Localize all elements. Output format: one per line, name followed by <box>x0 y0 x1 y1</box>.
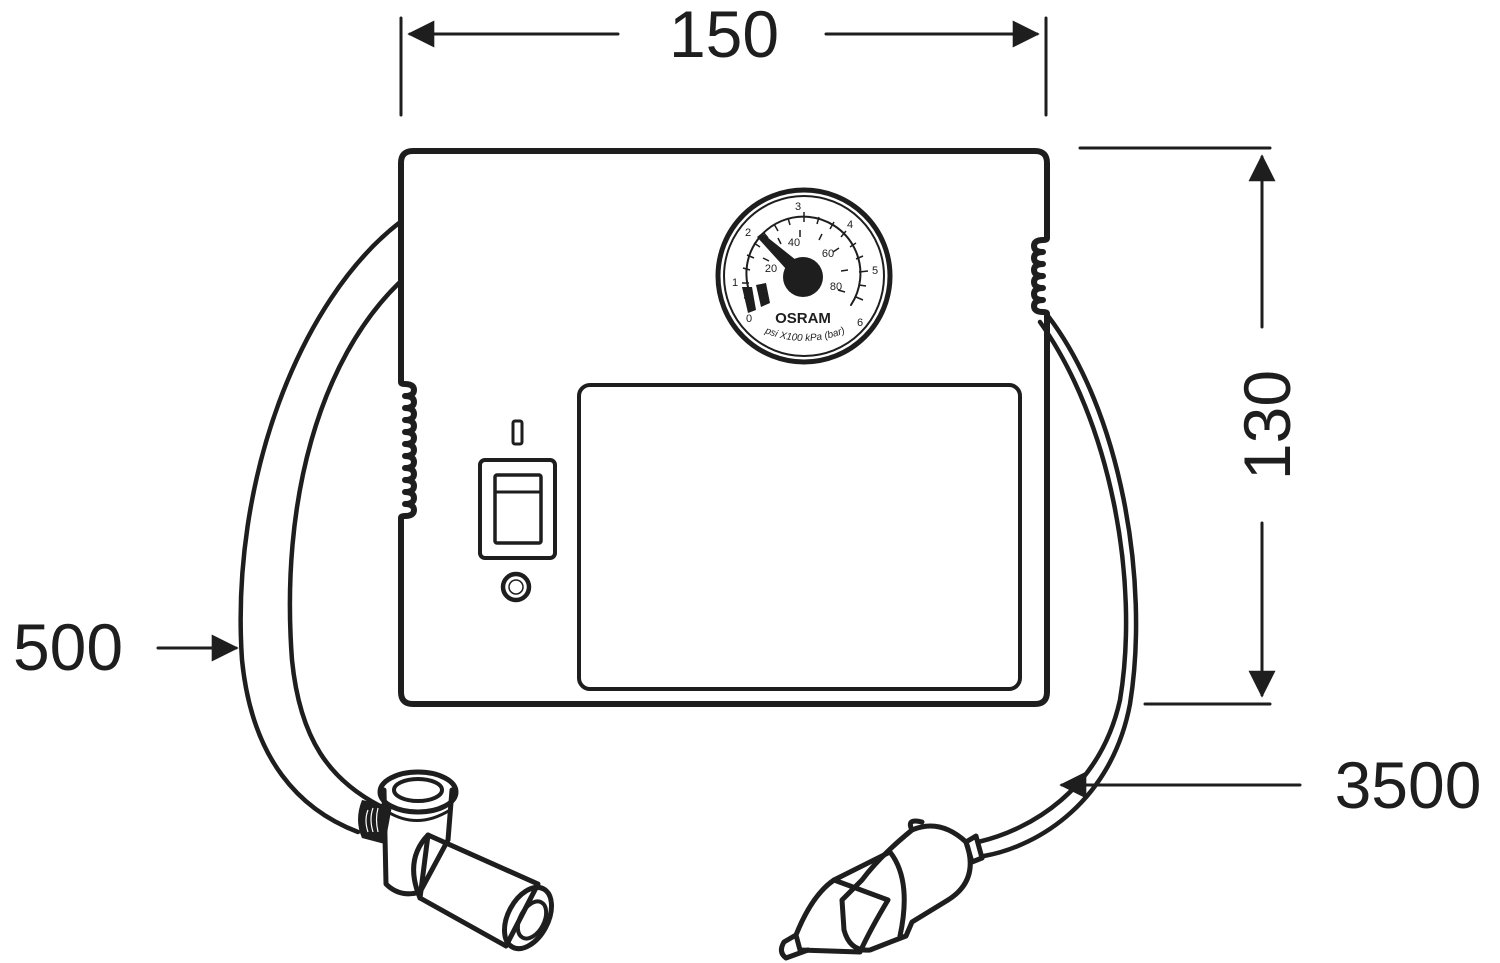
gauge-inner-20: 20 <box>765 263 777 275</box>
gauge-outer-3: 3 <box>795 201 801 213</box>
air-hose <box>238 220 402 835</box>
gauge-outer-0: 0 <box>746 313 752 325</box>
cable-length-label: 3500 <box>1335 748 1482 822</box>
gauge-outer-6: 6 <box>857 317 863 329</box>
cigarette-lighter-plug <box>778 818 985 961</box>
height-label: 130 <box>1230 370 1304 480</box>
housing <box>398 148 1050 707</box>
gauge-outer-5: 5 <box>872 265 878 277</box>
front-panel <box>577 383 1022 691</box>
power-cable <box>975 313 1139 859</box>
gauge-outer-1: 1 <box>732 277 738 289</box>
gauge-outer-2: 2 <box>745 227 751 239</box>
width-dimension: 150 <box>399 0 1048 117</box>
valve-connector <box>358 769 554 952</box>
width-label: 150 <box>669 0 779 71</box>
height-dimension: 130 <box>1078 146 1304 706</box>
hose-length-label: 500 <box>13 610 123 684</box>
gauge-unit-label: psi X100 kPa (bar) <box>763 325 847 344</box>
gauge-brand: OSRAM <box>775 310 831 327</box>
indicator-light <box>511 419 524 446</box>
gauge-inner-40: 40 <box>788 237 800 249</box>
power-switch <box>478 458 557 560</box>
cable-length-dimension: 3500 <box>1059 748 1482 822</box>
hose-length-dimension: 500 <box>13 610 239 684</box>
gauge-outer-4: 4 <box>847 219 853 231</box>
gauge-inner-80: 80 <box>830 281 842 293</box>
pressure-gauge: 0 1 2 3 4 5 6 20 40 60 80 OSRAM psi X100… <box>715 187 893 365</box>
socket <box>500 571 532 603</box>
gauge-inner-60: 60 <box>822 248 834 260</box>
